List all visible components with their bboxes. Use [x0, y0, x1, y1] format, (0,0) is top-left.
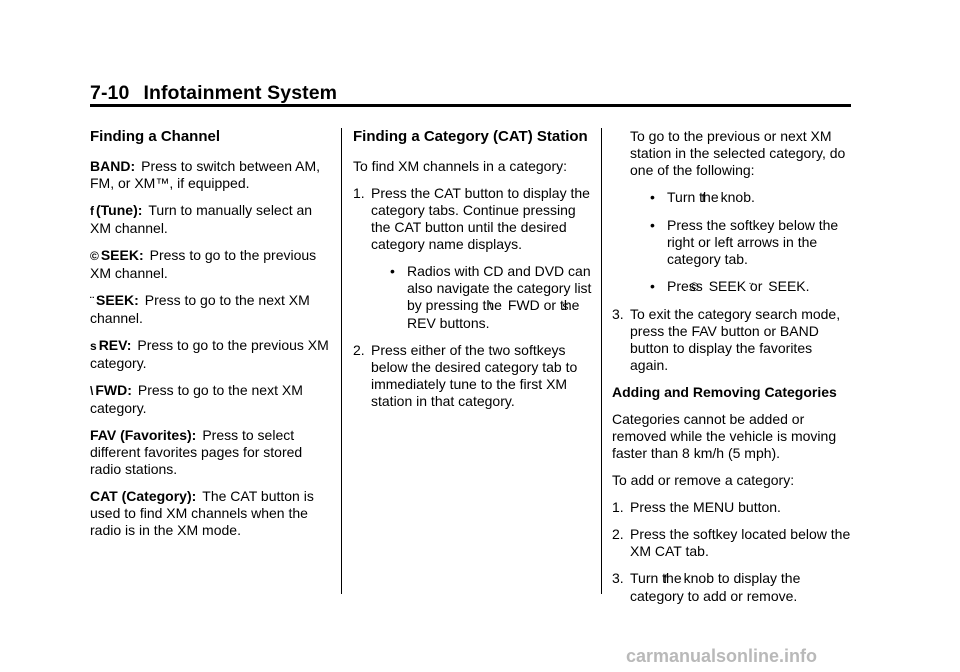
reverse-icon: s: [90, 339, 97, 353]
bullet-softkey: •Press the softkey below the right or le…: [650, 217, 839, 267]
column-3: To go to the previous or next XM station…: [612, 128, 854, 615]
seek-previous-icon: ©: [90, 249, 99, 263]
subheading-adding-removing: Adding and Removing Categories: [612, 384, 837, 400]
section-title: Infotainment System: [143, 82, 338, 104]
column-divider: [341, 128, 342, 594]
column-divider: [601, 128, 602, 594]
bullet-icon: •: [650, 217, 655, 233]
add-step-2: 2.Press the softkey located below the XM…: [612, 526, 851, 559]
entry-tune: f(Tune):Turn to manually select an XM ch…: [90, 202, 313, 236]
tune-knob-icon: f: [90, 204, 94, 218]
entry-fwd: \FWD:Press to go to the next XM category…: [90, 382, 303, 416]
step-2: 2.Press either of the two softkeys below…: [353, 342, 578, 409]
watermark: carmanualsonline.info: [626, 646, 818, 666]
heading-finding-category: Finding a Category (CAT) Station: [353, 128, 588, 145]
entry-fav: FAV (Favorites):Press to select differen…: [90, 427, 303, 477]
forward-icon: \: [90, 384, 94, 398]
page-number: 7-10: [90, 82, 130, 104]
entry-cat: CAT (Category):The CAT button is used to…: [90, 488, 314, 538]
bullet-icon: •: [650, 189, 655, 205]
bullet-icon: •: [650, 278, 655, 294]
step-1: 1.Press the CAT button to display the ca…: [353, 185, 590, 252]
heading-finding-channel: Finding a Channel: [90, 128, 220, 145]
para-cannot-add: Categories cannot be added or removed wh…: [612, 411, 837, 461]
page-header: 7-10 Infotainment System: [90, 82, 850, 105]
entry-band: BAND:Press to switch between AM, FM, or …: [90, 158, 321, 191]
step-3: 3.To exit the category search mode, pres…: [612, 306, 841, 373]
bullet-seek: •Press ©SEEK or ¨SEEK.: [650, 278, 810, 294]
header-rule: [90, 104, 851, 107]
intro-text: To find XM channels in a category:: [353, 158, 568, 174]
bullet-icon: •: [390, 263, 395, 279]
seek-next-icon: ¨: [90, 294, 94, 308]
entry-seek-next: ¨SEEK:Press to go to the next XM channel…: [90, 292, 310, 326]
lead-text: To go to the previous or next XM station…: [630, 128, 846, 178]
para-to-add-remove: To add or remove a category:: [612, 472, 795, 488]
column-2: Finding a Category (CAT) Station To find…: [353, 128, 593, 420]
add-step-1: 1.Press the MENU button.: [612, 499, 781, 515]
column-1: Finding a Channel BAND:Press to switch b…: [90, 128, 330, 549]
entry-seek-prev: ©SEEK:Press to go to the previous XM cha…: [90, 247, 317, 281]
bullet-radios-cd-dvd: •Radios with CD and DVD can also navigat…: [390, 263, 592, 331]
